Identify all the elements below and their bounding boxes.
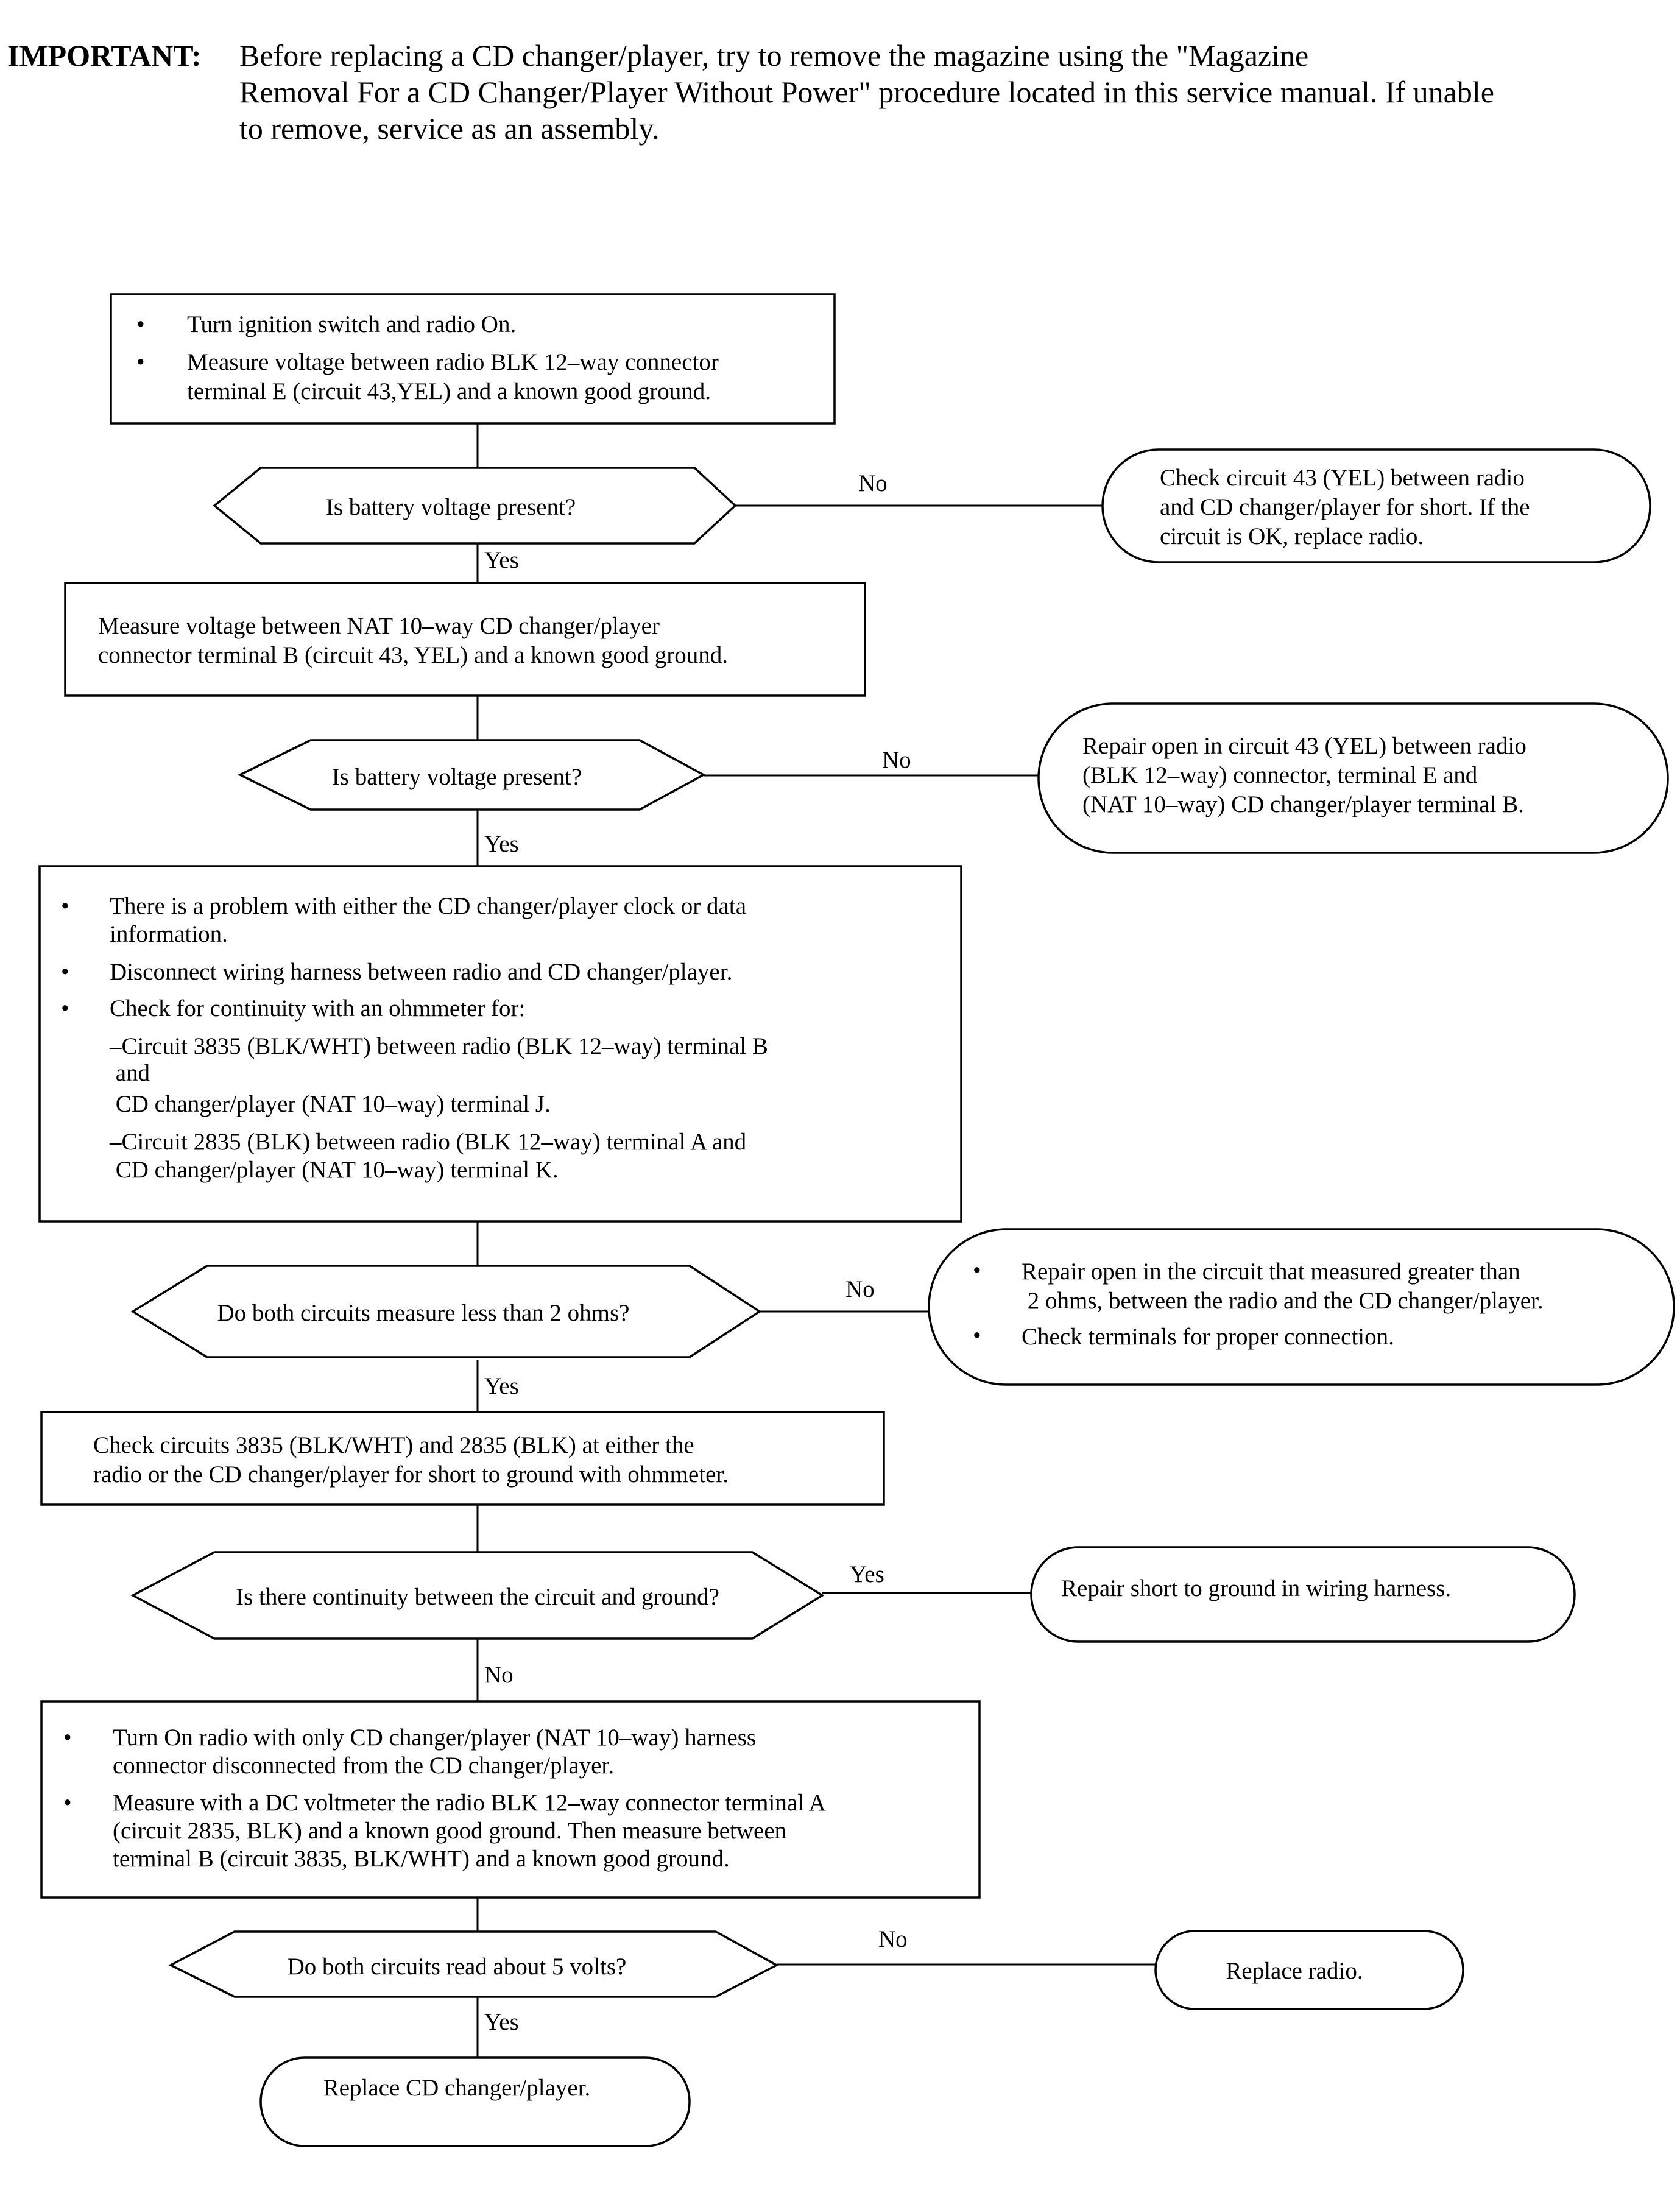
edge-label-yes: Yes (484, 831, 519, 857)
step-line: radio or the CD changer/player for short… (93, 1461, 729, 1488)
step-line: Disconnect wiring harness between radio … (110, 959, 732, 985)
decision-question: Is battery voltage present? (326, 494, 576, 520)
bullet: • (61, 959, 69, 985)
result-line: and CD changer/player for short. If the (1160, 494, 1530, 520)
bullet: • (63, 1725, 72, 1751)
step-line: Measure voltage between NAT 10–way CD ch… (98, 613, 660, 639)
result-repair-short-to-ground: Repair short to ground in wiring harness… (1030, 1546, 1576, 1643)
bullet: • (136, 349, 145, 375)
result-line: Replace CD changer/player. (323, 2075, 591, 2101)
decision-question: Do both circuits read about 5 volts? (288, 1954, 627, 1980)
decision-about-5-volts: Do both circuits read about 5 volts? (168, 1930, 779, 1998)
step-subline: and (110, 1060, 150, 1086)
bullet: • (973, 1257, 981, 1283)
important-line-3: to remove, service as an assembly. (239, 111, 660, 146)
step-line: Measure voltage between radio BLK 12–way… (187, 349, 719, 375)
step-check-short-box: Check circuits 3835 (BLK/WHT) and 2835 (… (40, 1411, 885, 1506)
result-line: Repair open in the circuit that measured… (1022, 1259, 1520, 1285)
result-line: Repair short to ground in wiring harness… (1061, 1575, 1451, 1601)
edge-label-no: No (484, 1662, 514, 1688)
step-clock-data-box: • There is a problem with either the CD … (38, 865, 962, 1223)
step-subline: –Circuit 2835 (BLK) between radio (BLK 1… (109, 1129, 747, 1155)
result-line: circuit is OK, replace radio. (1160, 523, 1424, 549)
result-line: 2 ohms, between the radio and the CD cha… (1022, 1288, 1544, 1314)
bullet: • (63, 1790, 72, 1816)
important-line-1: Before replacing a CD changer/player, tr… (239, 38, 1308, 72)
bullet: • (61, 893, 69, 919)
step-line: Turn On radio with only CD changer/playe… (113, 1725, 756, 1751)
step-line: terminal B (circuit 3835, BLK/WHT) and a… (113, 1846, 730, 1872)
step-subline: CD changer/player (NAT 10–way) terminal … (110, 1091, 551, 1117)
connectors (476, 423, 1156, 2058)
important-label: IMPORTANT: (7, 38, 202, 72)
bullet: • (136, 311, 145, 337)
step-line: Check for continuity with an ohmmeter fo… (110, 995, 525, 1022)
result-replace-cd-changer: Replace CD changer/player. (259, 2056, 691, 2147)
decision-question: Is battery voltage present? (332, 764, 582, 790)
result-line: Check circuit 43 (YEL) between radio (1160, 465, 1525, 491)
edge-label-no: No (882, 747, 911, 773)
bullet: • (61, 995, 69, 1022)
edge-label-yes: Yes (484, 2009, 519, 2035)
result-repair-open-circuit: • Repair open in the circuit that measur… (928, 1228, 1675, 1386)
step-line: (circuit 2835, BLK) and a known good gro… (113, 1818, 786, 1844)
result-repair-open-43: Repair open in circuit 43 (YEL) between … (1037, 702, 1669, 854)
result-line: (NAT 10–way) CD changer/player terminal … (1082, 791, 1524, 817)
result-line: Replace radio. (1226, 1958, 1363, 1984)
edge-label-yes: Yes (484, 547, 519, 573)
result-line: Check terminals for proper connection. (1022, 1324, 1394, 1350)
step-line: Turn ignition switch and radio On. (187, 311, 516, 337)
decision-continuity-to-ground: Is there continuity between the circuit … (130, 1551, 825, 1640)
decision-less-than-2-ohms: Do both circuits measure less than 2 ohm… (130, 1265, 762, 1358)
decision-battery-voltage-1: Is battery voltage present? (213, 467, 737, 545)
result-line: Repair open in circuit 43 (YEL) between … (1082, 733, 1526, 759)
step-measure-5v-box: • Turn On radio with only CD changer/pla… (40, 1700, 981, 1899)
step-line: information. (110, 921, 228, 947)
edge-label-no: No (878, 1926, 908, 1952)
bullet: • (973, 1322, 981, 1349)
edge-labels: No Yes No Yes No Yes Yes No No Yes (484, 470, 911, 2035)
step-line: connector terminal B (circuit 43, YEL) a… (98, 642, 728, 668)
decision-battery-voltage-2: Is battery voltage present? (238, 739, 706, 811)
decision-question: Is there continuity between the circuit … (236, 1584, 719, 1610)
important-line-2: Removal For a CD Changer/Player Without … (239, 75, 1494, 109)
step-subline: CD changer/player (NAT 10–way) terminal … (110, 1157, 559, 1183)
step-line: Check circuits 3835 (BLK/WHT) and 2835 (… (93, 1432, 694, 1458)
edge-label-no: No (858, 470, 888, 496)
edge-label-yes: Yes (850, 1561, 884, 1587)
step-line: connector disconnected from the CD chang… (113, 1753, 614, 1779)
edge-label-yes: Yes (484, 1373, 519, 1399)
important-note: IMPORTANT: Before replacing a CD changer… (7, 38, 1494, 146)
result-check-circuit-43: Check circuit 43 (YEL) between radio and… (1101, 448, 1651, 563)
result-replace-radio: Replace radio. (1154, 1930, 1464, 2010)
result-line: (BLK 12–way) connector, terminal E and (1082, 762, 1478, 788)
step-ignition-box: • Turn ignition switch and radio On. • M… (110, 293, 836, 425)
step-line: terminal E (circuit 43,YEL) and a known … (187, 378, 711, 404)
step-subline: –Circuit 3835 (BLK/WHT) between radio (B… (109, 1033, 768, 1059)
step-line: Measure with a DC voltmeter the radio BL… (113, 1790, 826, 1816)
edge-label-no: No (845, 1276, 875, 1302)
step-line: There is a problem with either the CD ch… (110, 893, 746, 919)
decision-question: Do both circuits measure less than 2 ohm… (217, 1300, 630, 1326)
step-measure-nat-box: Measure voltage between NAT 10–way CD ch… (64, 582, 866, 697)
